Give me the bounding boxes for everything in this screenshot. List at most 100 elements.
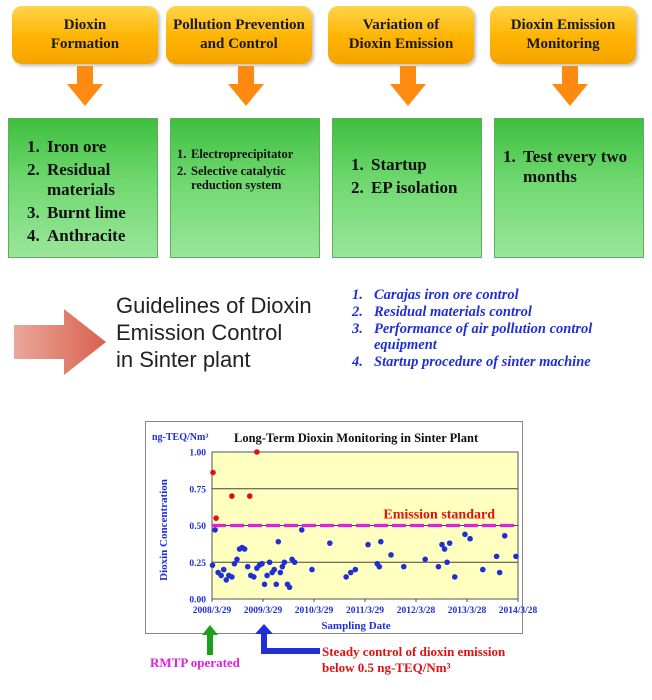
data-point — [446, 540, 453, 546]
header-pollution-prevention: Pollution Prevention and Control — [166, 6, 312, 64]
data-point — [493, 553, 500, 560]
chart-unit-label: ng-TEQ/Nm³ — [152, 432, 208, 443]
y-tick-label: 0.75 — [189, 485, 206, 495]
list-item: 2.Selective catalytic reduction system — [177, 164, 286, 192]
x-axis-label: Sampling Date — [321, 620, 390, 632]
data-point — [212, 527, 218, 533]
data-point — [480, 566, 486, 573]
list-item: 3.Burnt lime — [27, 203, 126, 222]
x-tick-label: 2010/3/29 — [295, 606, 334, 616]
box-emission-monitoring: 1.Test every two months — [494, 118, 644, 258]
y-tick-label: 1.00 — [189, 449, 206, 459]
data-point — [388, 552, 394, 558]
list-item: 2.Residual materials — [27, 160, 115, 199]
guidelines-list: 1.Carajas iron ore control 2.Residual ma… — [352, 287, 652, 371]
data-point — [441, 546, 448, 552]
data-point — [271, 566, 278, 573]
x-tick-label: 2014/3/28 — [499, 606, 538, 616]
data-point — [400, 563, 407, 570]
data-point — [234, 556, 240, 563]
list-item: 2.EP isolation — [351, 178, 458, 197]
dioxin-chart: ng-TEQ/Nm³ Long-Term Dioxin Monitoring i… — [145, 421, 538, 634]
data-point — [254, 449, 260, 455]
data-point — [229, 574, 235, 580]
data-point — [229, 493, 235, 499]
data-point — [365, 541, 371, 548]
data-point — [275, 538, 282, 545]
data-point — [501, 532, 508, 539]
data-point — [220, 566, 227, 573]
data-point — [347, 569, 354, 576]
list-item: 3.Performance of air pollution control e… — [352, 321, 593, 353]
list-item: 2.Residual materials control — [352, 304, 532, 320]
y-tick-label: 0.50 — [189, 522, 206, 532]
data-point — [343, 574, 349, 580]
data-point — [223, 577, 230, 583]
steady-control-label: Steady control of dioxin emission below … — [322, 644, 506, 675]
chart-title: Long-Term Dioxin Monitoring in Sinter Pl… — [234, 431, 479, 445]
chart-svg: ng-TEQ/Nm³ Long-Term Dioxin Monitoring i… — [152, 431, 538, 632]
data-point — [422, 556, 428, 563]
data-point — [298, 527, 305, 533]
data-point — [277, 569, 284, 576]
data-point — [451, 574, 458, 580]
list-item: 4.Anthracite — [27, 226, 126, 245]
data-point — [462, 531, 468, 538]
data-point — [439, 541, 445, 548]
data-point — [444, 559, 450, 566]
header-dioxin-formation: Dioxin Formation — [12, 6, 158, 64]
list-item: 1.Carajas iron ore control — [352, 287, 519, 303]
y-tick-label: 0.00 — [189, 596, 206, 606]
rmtp-label: RMTP operated — [150, 655, 240, 670]
list-item: 1.Startup — [351, 155, 427, 174]
box-variation-emission: 1.Startup 2.EP isolation — [332, 118, 482, 258]
data-point — [251, 574, 257, 580]
data-point — [352, 566, 359, 573]
header-emission-monitoring: Dioxin Emission Monitoring — [490, 6, 636, 64]
data-point — [281, 559, 288, 566]
list-item: 1.Electroprecipitator — [177, 147, 294, 161]
up-arrow-icon — [202, 625, 218, 655]
data-point — [467, 535, 473, 542]
data-point — [244, 563, 251, 570]
bent-arrow-icon — [255, 624, 320, 654]
data-point — [435, 563, 442, 570]
data-point — [241, 546, 248, 552]
guidelines-title: Guidelines of Dioxin Emission Control in… — [116, 293, 312, 372]
list-item: 1.Test every two months — [503, 147, 628, 186]
data-point — [513, 553, 519, 560]
right-arrow-icon — [14, 309, 106, 375]
data-point — [279, 563, 286, 570]
down-arrow-icon — [390, 66, 426, 106]
data-point — [378, 538, 384, 545]
x-tick-label: 2012/3/28 — [397, 606, 436, 616]
box-dioxin-formation: 1.Iron ore 2.Residual materials 3.Burnt … — [8, 118, 158, 258]
data-point — [210, 469, 216, 476]
data-point — [291, 559, 298, 566]
data-point — [273, 581, 280, 588]
data-point — [264, 572, 270, 579]
x-tick-label: 2008/3/29 — [193, 606, 232, 616]
down-arrow-icon — [552, 66, 588, 106]
list-item: 4.Startup procedure of sinter machine — [352, 354, 591, 370]
list-item: 1.Iron ore — [27, 137, 107, 156]
data-point — [327, 540, 333, 546]
down-arrow-icon — [67, 66, 103, 106]
data-point — [246, 493, 253, 499]
x-tick-label: 2013/3/28 — [448, 606, 487, 616]
data-point — [209, 562, 216, 568]
header-variation-emission: Variation of Dioxin Emission — [328, 6, 474, 64]
data-point — [213, 515, 219, 521]
y-axis-label: Dioxin Concentration — [158, 479, 170, 581]
data-point — [496, 569, 503, 576]
data-point — [286, 584, 293, 591]
data-point — [309, 566, 315, 573]
emission-standard-label: Emission standard — [383, 508, 495, 523]
data-point — [261, 581, 268, 588]
down-arrow-icon — [228, 66, 264, 106]
data-point — [218, 572, 224, 579]
x-tick-label: 2011/3/29 — [346, 606, 384, 616]
data-point — [266, 559, 273, 566]
data-point — [376, 563, 383, 570]
data-point — [231, 560, 238, 567]
